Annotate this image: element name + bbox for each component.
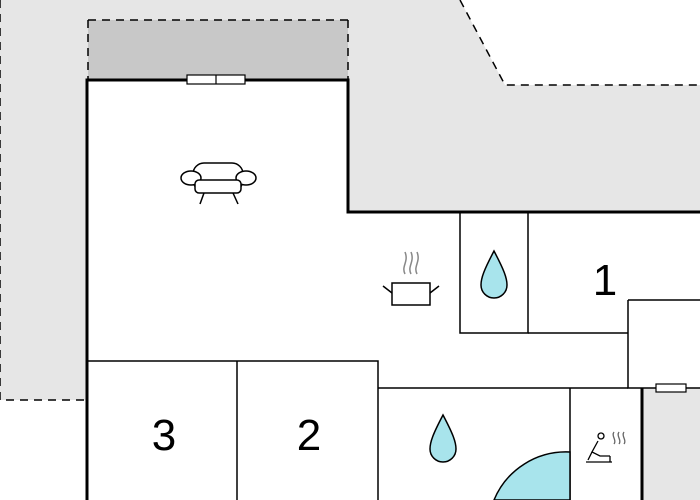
terrace-east [642, 388, 700, 500]
sofa-icon [180, 162, 257, 205]
room-label-3: 3 [152, 411, 176, 460]
terrace-west [0, 0, 700, 400]
outer-wall [85, 78, 700, 500]
water-drop-icon [429, 413, 457, 463]
window-east [655, 383, 687, 393]
water-drop-icon [480, 249, 508, 299]
room-label-1: 1 [593, 256, 617, 305]
cooking-pot-icon [382, 251, 440, 306]
property-boundary-east [459, 0, 700, 86]
room-label-2: 2 [297, 411, 321, 460]
balcony [88, 20, 348, 80]
window-north [186, 74, 246, 85]
sauna-icon [586, 431, 626, 463]
